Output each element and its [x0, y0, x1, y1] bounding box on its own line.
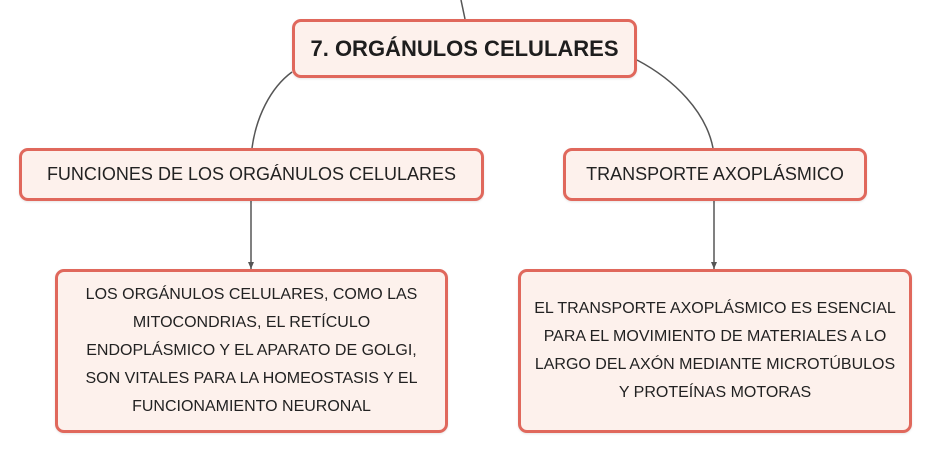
- root-node[interactable]: 7. ORGÁNULOS CELULARES: [292, 19, 637, 78]
- connector-parent-to-root: [460, 0, 466, 20]
- branch-node-label: TRANSPORTE AXOPLÁSMICO: [586, 164, 844, 184]
- arrowhead-left-detail: [248, 262, 254, 269]
- detail-node-funciones[interactable]: LOS ORGÁNULOS CELULARES, COMO LAS MITOCO…: [55, 269, 448, 433]
- root-node-label: 7. ORGÁNULOS CELULARES: [310, 35, 619, 61]
- detail-node-text: LOS ORGÁNULOS CELULARES, COMO LAS MITOCO…: [85, 286, 418, 415]
- arrowhead-right-detail: [711, 262, 717, 269]
- connector-root-to-left-branch: [251, 71, 293, 149]
- connector-root-to-right-branch: [636, 59, 714, 149]
- branch-node-label: FUNCIONES DE LOS ORGÁNULOS CELULARES: [46, 164, 457, 184]
- detail-node-text: EL TRANSPORTE AXOPLÁSMICO ES ESENCIAL PA…: [534, 300, 896, 401]
- branch-node-transporte[interactable]: TRANSPORTE AXOPLÁSMICO: [563, 148, 867, 201]
- detail-node-transporte[interactable]: EL TRANSPORTE AXOPLÁSMICO ES ESENCIAL PA…: [518, 269, 912, 433]
- branch-node-funciones[interactable]: FUNCIONES DE LOS ORGÁNULOS CELULARES: [19, 148, 484, 201]
